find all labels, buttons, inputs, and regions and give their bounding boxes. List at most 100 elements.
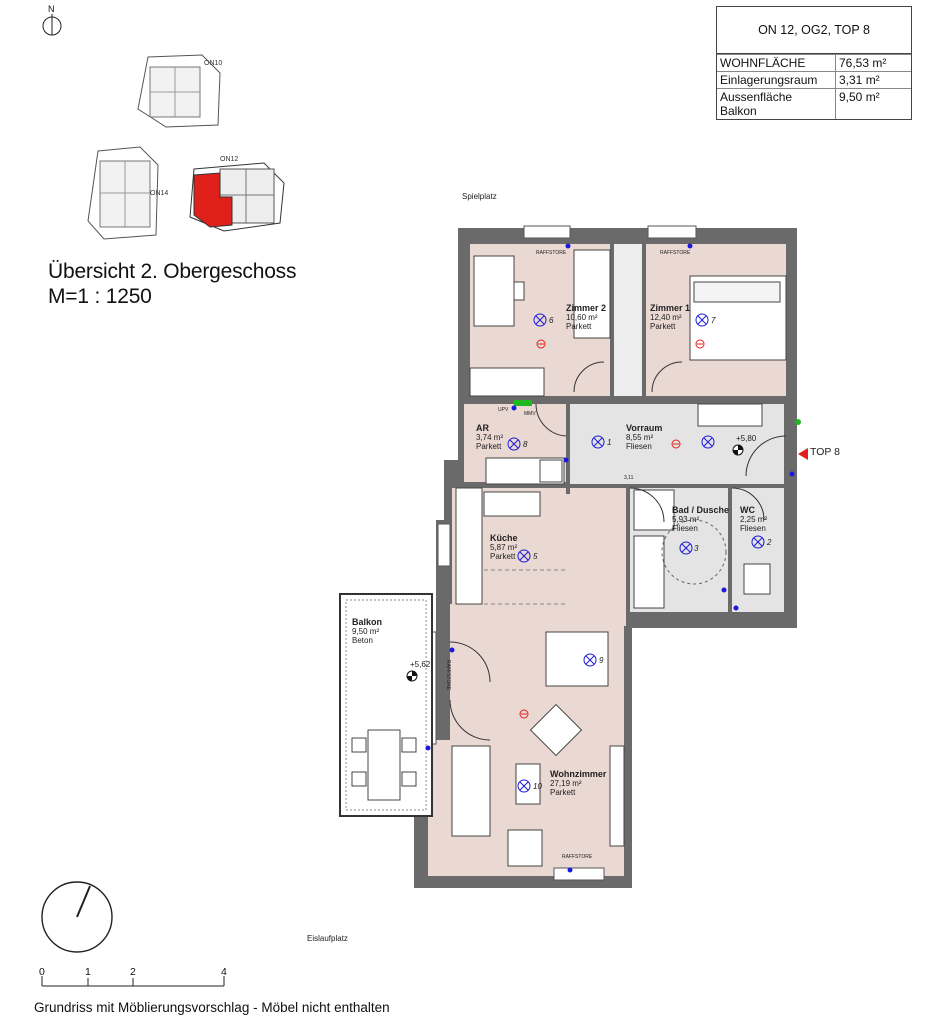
room-label-kueche: Küche 5,87 m² Parkett (490, 533, 518, 562)
room-name: Zimmer 1 (650, 303, 691, 313)
compass-needle-icon (76, 885, 91, 918)
raffstore-label: RAFFSTORE (562, 854, 593, 860)
room-label-balkon: Balkon 9,50 m² Beton (352, 617, 383, 646)
area-table-row: Aussenfläche Balkon 9,50 m² (717, 88, 911, 119)
room-floor: Parkett (476, 442, 502, 451)
level-marker-icon (406, 670, 418, 682)
smoke-detector-icon (671, 439, 681, 449)
level-entrance: +5,80 (736, 434, 757, 443)
entrance-arrow-icon (798, 448, 808, 460)
room-number: 7 (711, 316, 716, 325)
light-icon (679, 541, 693, 555)
room-label-vorraum: Vorraum 8,55 m² Fliesen (626, 423, 663, 452)
label-on12: ON12 (220, 156, 238, 163)
room-label-zimmer1: Zimmer 1 12,40 m² Parkett (650, 303, 691, 332)
overview-scale: M=1 : 1250 (48, 285, 152, 308)
room-number: 1 (607, 438, 612, 447)
footer-note: Grundriss mit Möblierungsvorschlag - Möb… (34, 1000, 390, 1015)
area-label-living: WOHNFLÄCHE (717, 55, 836, 71)
area-label-balcony: Aussenfläche Balkon (717, 89, 836, 119)
room-area: 10,60 m² (566, 313, 598, 322)
room-floor: Parkett (566, 322, 592, 331)
area-label-storage: Einlagerungsraum (717, 72, 836, 88)
room-number: 9 (599, 656, 604, 665)
room-number: 2 (767, 538, 772, 547)
scale-bar (41, 976, 225, 987)
room-label-wohnzimmer: Wohnzimmer 27,19 m² Parkett (550, 769, 607, 798)
context-label-bottom: Eislaufplatz (307, 934, 348, 943)
label-on14: ON14 (150, 190, 168, 197)
smoke-detector-icon (519, 709, 529, 719)
compass (41, 881, 113, 953)
furniture (451, 249, 787, 867)
context-label-top: Spielplatz (462, 192, 497, 201)
sockets (425, 243, 795, 873)
unit-marker-label: TOP 8 (810, 446, 840, 458)
room-name: Wohnzimmer (550, 769, 607, 779)
room-area: 5,93 m² (672, 515, 700, 524)
room-label-ar: AR 3,74 m² Parkett (476, 423, 504, 452)
area-table-row: WOHNFLÄCHE 76,53 m² (717, 54, 911, 71)
room-name: Balkon (352, 617, 383, 627)
scale-tick-label: 4 (221, 966, 227, 978)
light-icon (583, 653, 597, 667)
room-area: 8,55 m² (626, 433, 654, 442)
room-name: AR (476, 423, 489, 433)
room-name: Zimmer 2 (566, 303, 607, 313)
light-icon (517, 549, 531, 563)
room-schrank-fill (612, 244, 644, 396)
light-icon (701, 435, 715, 449)
building-on10 (137, 54, 221, 128)
building-on14 (87, 146, 159, 240)
scale-tick-label: 1 (85, 966, 91, 978)
raffstore-label: RAFFSTORE (660, 250, 691, 256)
level-balcony: +5,62 (410, 660, 431, 669)
room-area: 3,74 m² (476, 433, 504, 442)
room-floor: Beton (352, 636, 373, 645)
level-marker-icon (732, 444, 744, 456)
room-area: 12,40 m² (650, 313, 682, 322)
room-floor: Parkett (490, 552, 516, 561)
smoke-detectors (519, 339, 705, 719)
room-area: 2,25 m² (740, 515, 768, 524)
room-number: 6 (549, 316, 554, 325)
light-icon (591, 435, 605, 449)
room-name: Bad / Dusche (672, 505, 730, 515)
room-number: 10 (533, 782, 542, 791)
north-label: N (48, 4, 55, 14)
room-floor: Fliesen (626, 442, 652, 451)
smoke-detector-icon (695, 339, 705, 349)
area-table-title: ON 12, OG2, TOP 8 (717, 7, 911, 54)
area-table-row: Einlagerungsraum 3,31 m² (717, 71, 911, 88)
upv-label: UPV (498, 407, 509, 413)
mmv-label: MMV (524, 411, 536, 417)
room-label-zimmer2: Zimmer 2 10,60 m² Parkett (566, 303, 607, 332)
area-value-balcony: 9,50 m² (839, 90, 880, 104)
room-name: Vorraum (626, 423, 663, 433)
turning-circle (661, 519, 727, 585)
room-number: 5 (533, 552, 538, 561)
unit-highlight (193, 172, 233, 228)
area-value-storage: 3,31 m² (839, 73, 880, 87)
light-icon (507, 437, 521, 451)
room-number: 8 (523, 440, 528, 449)
raffstore-label: RAFFSTORE (445, 660, 451, 691)
room-label-bad: Bad / Dusche 5,93 m² Fliesen (672, 505, 730, 534)
light-icon (751, 535, 765, 549)
room-area: 27,19 m² (550, 779, 582, 788)
label-on10: ON10 (204, 60, 222, 67)
room-name: Küche (490, 533, 518, 543)
site-overview: ON10 ON14 ON12 (87, 54, 285, 240)
north-arrow: N (38, 4, 68, 38)
distribution-box (514, 400, 532, 406)
balcony-furniture (351, 729, 417, 801)
light-icon (695, 313, 709, 327)
area-table: ON 12, OG2, TOP 8 WOHNFLÄCHE 76,53 m² Ei… (716, 6, 912, 120)
scale-tick-label: 2 (130, 966, 136, 978)
light-icon (517, 779, 531, 793)
room-floor: Fliesen (672, 524, 698, 533)
north-arrow-icon (42, 14, 62, 36)
room-floor: Fliesen (740, 524, 766, 533)
entrance-dot (795, 419, 801, 425)
smoke-detector-icon (536, 339, 546, 349)
